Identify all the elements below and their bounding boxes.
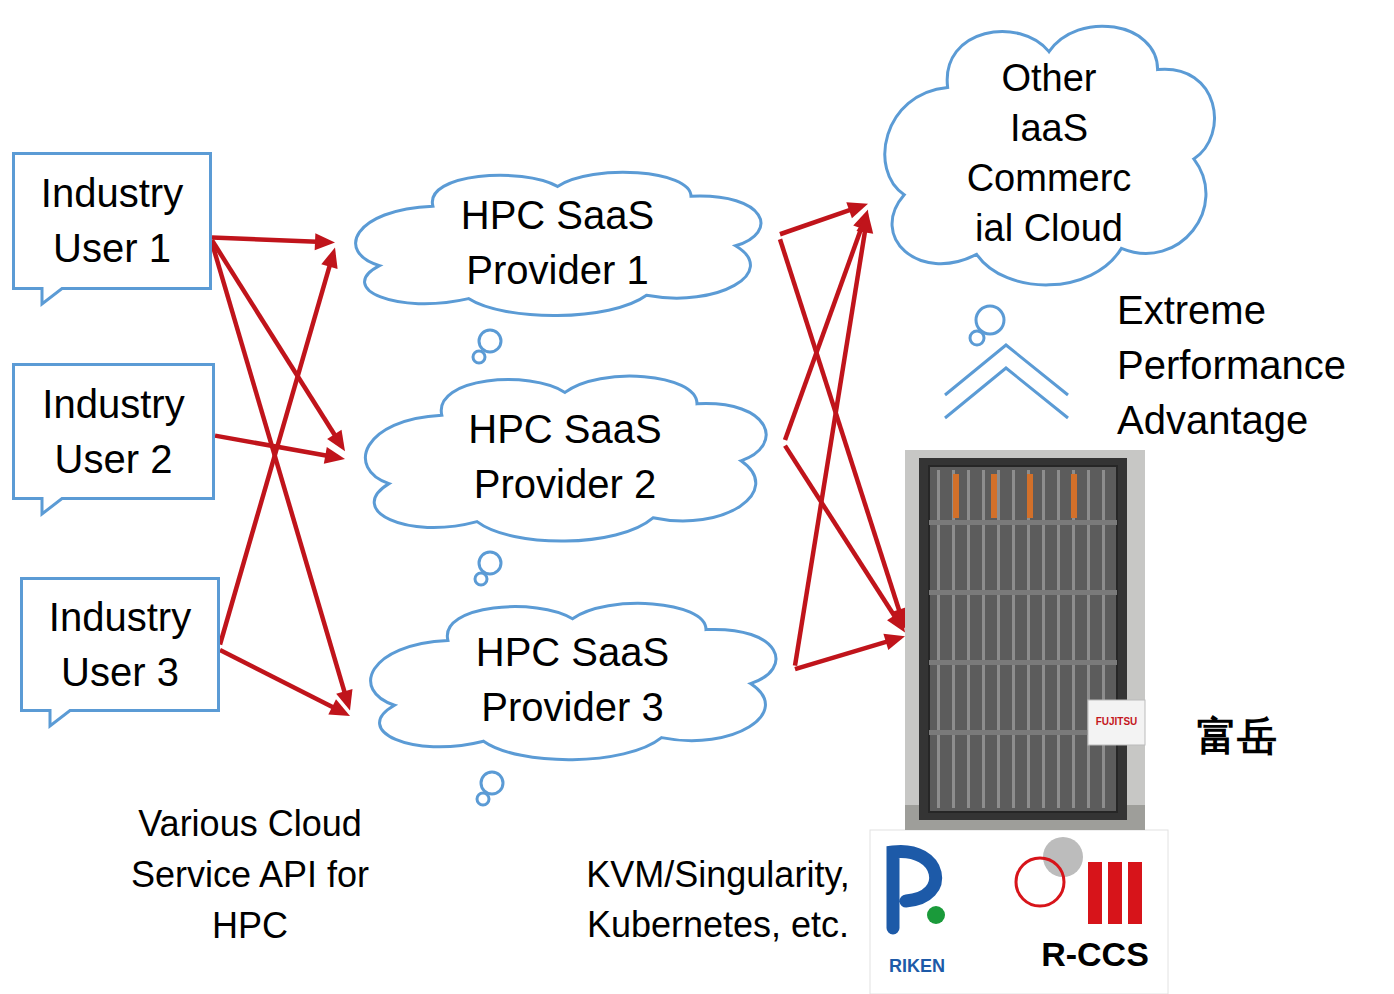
- arrow-line: [795, 641, 888, 669]
- arrow-line: [785, 446, 895, 618]
- user-callout: Industry User 2: [12, 363, 215, 500]
- provider-cloud: HPC SaaS Provider 2: [345, 362, 785, 552]
- callout-border: [22, 579, 219, 727]
- arrow-connector: [795, 634, 905, 669]
- rack-body: [919, 458, 1127, 820]
- node-label: Industry User 1: [20, 166, 205, 276]
- logo-name: RIKEN: [872, 955, 962, 977]
- thought-bubble: [976, 306, 1004, 334]
- cloud-border: [365, 376, 766, 541]
- rack-frame: [929, 466, 1117, 812]
- logo-panel: [870, 830, 1168, 994]
- user-callout: Industry User 1: [12, 152, 212, 290]
- arrow-line: [212, 240, 335, 436]
- node-label: HPC SaaS Provider 3: [458, 625, 688, 735]
- rack-brand: FUJITSU: [1088, 716, 1145, 728]
- arrow-line: [215, 436, 327, 456]
- node-label: Industry User 2: [21, 377, 206, 487]
- arrow-line: [780, 239, 899, 611]
- riken-logo-dot: [927, 906, 945, 924]
- cloud-outline: [345, 362, 785, 552]
- rack-cable: [953, 474, 959, 518]
- rccs-logo-bar: [1108, 862, 1122, 924]
- arrow-head: [887, 611, 905, 632]
- rccs-logo-bar: [1088, 862, 1102, 924]
- arrow-connector: [212, 243, 352, 711]
- logo-name: R-CCS: [1030, 934, 1160, 974]
- supercomputer-image: 富岳: [905, 450, 1145, 830]
- thought-bubble: [477, 793, 489, 805]
- rack-illustration: [905, 450, 1145, 830]
- node-label: HPC SaaS Provider 2: [450, 402, 680, 512]
- thought-bubble: [473, 351, 485, 363]
- photo-ground: [905, 450, 1145, 830]
- arrow-line: [795, 230, 865, 665]
- rack-shelf: [929, 520, 1117, 525]
- rack-sign: [1088, 700, 1145, 745]
- provider-cloud: HPC SaaS Provider 1: [335, 160, 780, 325]
- arrow-line: [212, 238, 317, 242]
- rack-shelf: [929, 660, 1117, 665]
- arrow-connector: [220, 650, 350, 716]
- thought-bubble: [481, 772, 503, 794]
- machine-name: 富岳: [1197, 712, 1277, 760]
- callout-border: [14, 154, 211, 305]
- cloud-border: [371, 603, 776, 759]
- arrow-connector: [780, 202, 868, 234]
- arrow-line: [780, 210, 851, 235]
- rack-cable: [1071, 474, 1077, 518]
- api-note: Various Cloud Service API for HPC: [105, 798, 395, 951]
- user-callout: Industry User 3: [20, 577, 220, 712]
- provider-cloud: HPC SaaS Provider 3: [350, 590, 795, 770]
- arrow-connector: [220, 247, 338, 644]
- thought-bubble: [970, 331, 984, 345]
- rack-cable: [991, 474, 997, 518]
- container-note: KVM/Singularity, Kubernetes, etc.: [570, 850, 866, 950]
- rccs-logo-ring: [1016, 858, 1064, 906]
- arrow-connector: [212, 233, 335, 250]
- arrow-head: [315, 233, 335, 250]
- thought-bubble: [479, 330, 501, 352]
- cloud-border: [885, 26, 1215, 285]
- callout-border: [14, 365, 214, 515]
- rccs-logo-bar: [1128, 862, 1142, 924]
- cloud-outline: [868, 4, 1230, 302]
- node-label: Other IaaS Commerc ial Cloud: [962, 53, 1137, 253]
- arrow-connector: [795, 213, 873, 666]
- arrow-line: [212, 243, 345, 693]
- node-label: Industry User 3: [28, 590, 213, 700]
- thought-bubble: [475, 573, 487, 585]
- rack-cable: [1027, 474, 1033, 518]
- performance-chevron: [945, 345, 1068, 418]
- iaas-cloud: Other IaaS Commerc ial Cloud: [868, 4, 1230, 302]
- arrow-connector: [780, 239, 907, 628]
- cloud-outline: [350, 590, 795, 770]
- logo-ground: [870, 830, 1168, 994]
- performance-note: Extreme Performance Advantage: [1117, 283, 1387, 448]
- arrow-line: [220, 265, 330, 645]
- arrow-connector: [785, 210, 869, 440]
- cloud-outline: [335, 160, 780, 325]
- thought-bubble: [479, 552, 501, 574]
- cloud-border: [356, 172, 761, 315]
- rack-shelf: [929, 590, 1117, 595]
- arrow-line: [220, 650, 334, 708]
- arrow-connector: [212, 240, 345, 451]
- node-label: HPC SaaS Provider 1: [443, 188, 673, 298]
- chevron-line: [945, 368, 1068, 418]
